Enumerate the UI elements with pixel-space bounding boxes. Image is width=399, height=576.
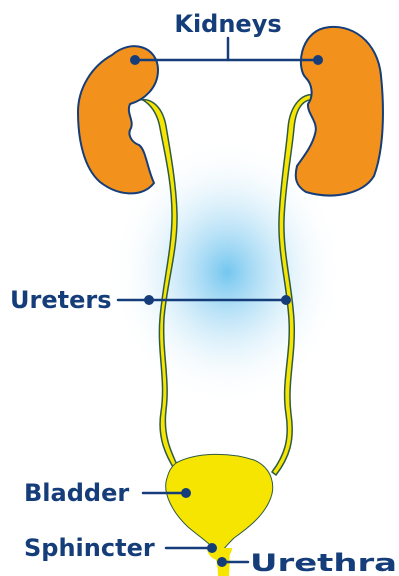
left-kidney bbox=[78, 46, 158, 193]
right-kidney-dot bbox=[313, 55, 323, 65]
bladder-label: Bladder bbox=[24, 479, 129, 507]
urethra-dot bbox=[217, 557, 227, 567]
sphincter-dot bbox=[207, 543, 217, 553]
urethra-label: Urethra bbox=[250, 549, 397, 576]
bladder bbox=[166, 454, 273, 554]
kidneys-label: Kidneys bbox=[174, 10, 281, 38]
bladder-dot bbox=[181, 488, 191, 498]
left-ureter-dot bbox=[144, 295, 154, 305]
left-kidney-dot bbox=[130, 55, 140, 65]
right-kidney bbox=[296, 27, 383, 196]
sphincter-label: Sphincter bbox=[24, 534, 155, 562]
right-ureter-dot bbox=[281, 295, 291, 305]
ureters-label: Ureters bbox=[10, 286, 111, 314]
